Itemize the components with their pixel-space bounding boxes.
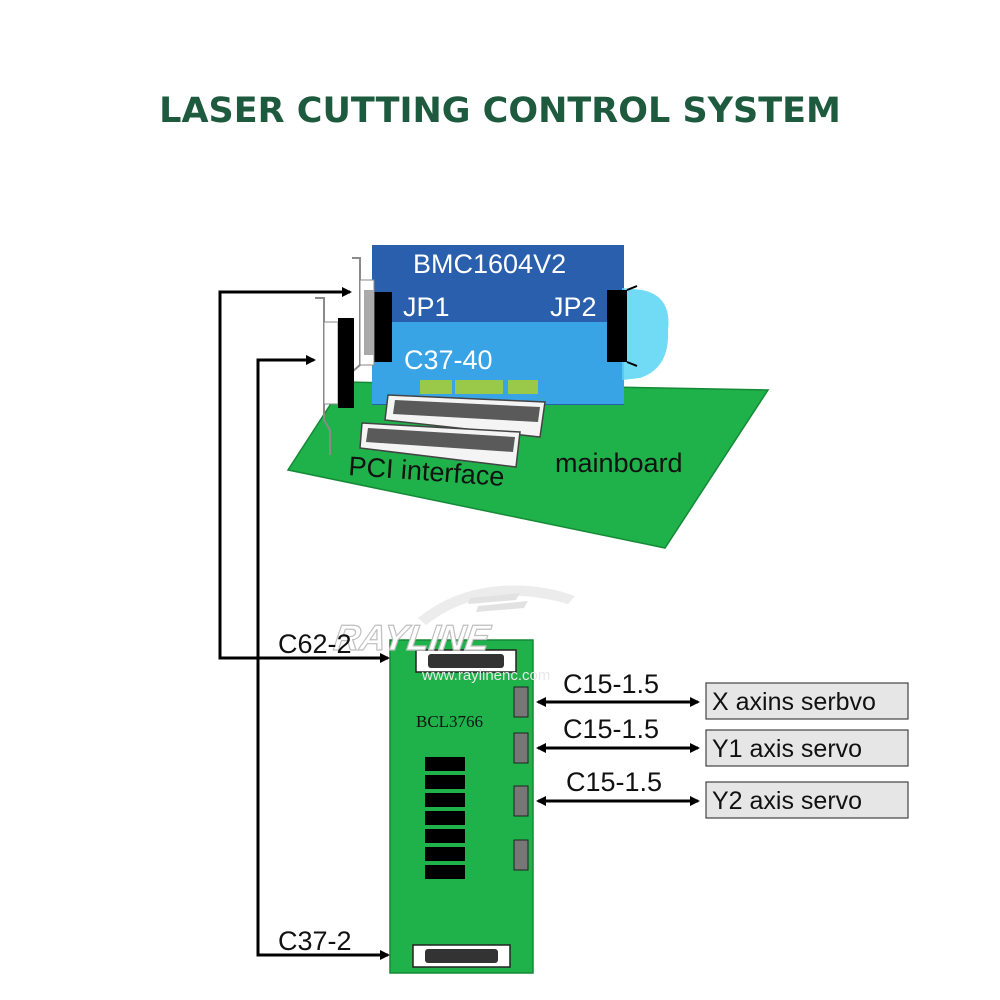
cable-c37-2-line (256, 355, 390, 960)
servo-box-y1: Y1 axis servo (705, 729, 909, 767)
jp1-label: JP1 (403, 292, 450, 322)
page-title: LASER CUTTING CONTROL SYSTEM (159, 91, 841, 131)
logo-swoosh (418, 585, 575, 625)
terminal-block (425, 829, 465, 843)
terminal-block (425, 793, 465, 807)
edge-contact (455, 380, 503, 394)
servo-y1-cable-label: C15-1.5 (563, 714, 659, 744)
servo-y1-label: Y1 axis servo (712, 735, 862, 763)
pci-card (372, 245, 669, 405)
card-name-label: BMC1604V2 (413, 249, 566, 279)
servo-port-y1 (513, 732, 529, 764)
servo-y2-label: Y2 axis servo (712, 787, 862, 815)
cable-c62-2-label: C62-2 (278, 629, 352, 659)
c37-40-connector (338, 318, 354, 408)
watermark-url: www.raylinenc.com (421, 667, 550, 684)
terminal-block (425, 757, 465, 771)
cable-c62-2-line (218, 287, 390, 663)
jp2-latch (626, 285, 638, 367)
terminal-block (425, 865, 465, 879)
breakout-board-label: BCL3766 (416, 712, 483, 731)
logo-stripes (468, 593, 528, 612)
mainboard-label: mainboard (555, 448, 683, 478)
servo-x-label: X axins serbvo (712, 688, 876, 716)
jp1-connector (372, 292, 392, 362)
rayline-logo (418, 585, 575, 625)
terminal-block (425, 847, 465, 861)
breakout-board: BCL3766 (389, 639, 534, 974)
terminal-block (425, 775, 465, 789)
servo-port-x (513, 686, 529, 718)
cable-c37-2-label: C37-2 (278, 926, 352, 956)
edge-contact (420, 380, 452, 394)
cable-c37-2 (256, 355, 390, 960)
ribbon-cable (622, 288, 669, 380)
c37-40-label: C37-40 (404, 345, 493, 375)
servo-y2-cable-label: C15-1.5 (566, 767, 662, 797)
edge-contact (508, 380, 538, 394)
jp2-connector (607, 290, 627, 362)
watermark-brand: RAYLINE (332, 617, 495, 658)
bracket-jp1 (351, 257, 375, 373)
jp2-label: JP2 (550, 292, 597, 322)
cable-c62-2 (218, 287, 390, 663)
c62-connector-pins (428, 654, 504, 668)
servo-box-y2: Y2 axis servo (705, 781, 909, 819)
servo-port-y2 (513, 785, 529, 817)
servo-box-x: X axins serbvo (705, 682, 909, 720)
c37-connector-pins (425, 949, 498, 963)
servo-x-cable-label: C15-1.5 (563, 669, 659, 699)
pci-slot-upper (384, 394, 546, 438)
servo-port-spare (513, 839, 529, 871)
terminal-block (425, 811, 465, 825)
